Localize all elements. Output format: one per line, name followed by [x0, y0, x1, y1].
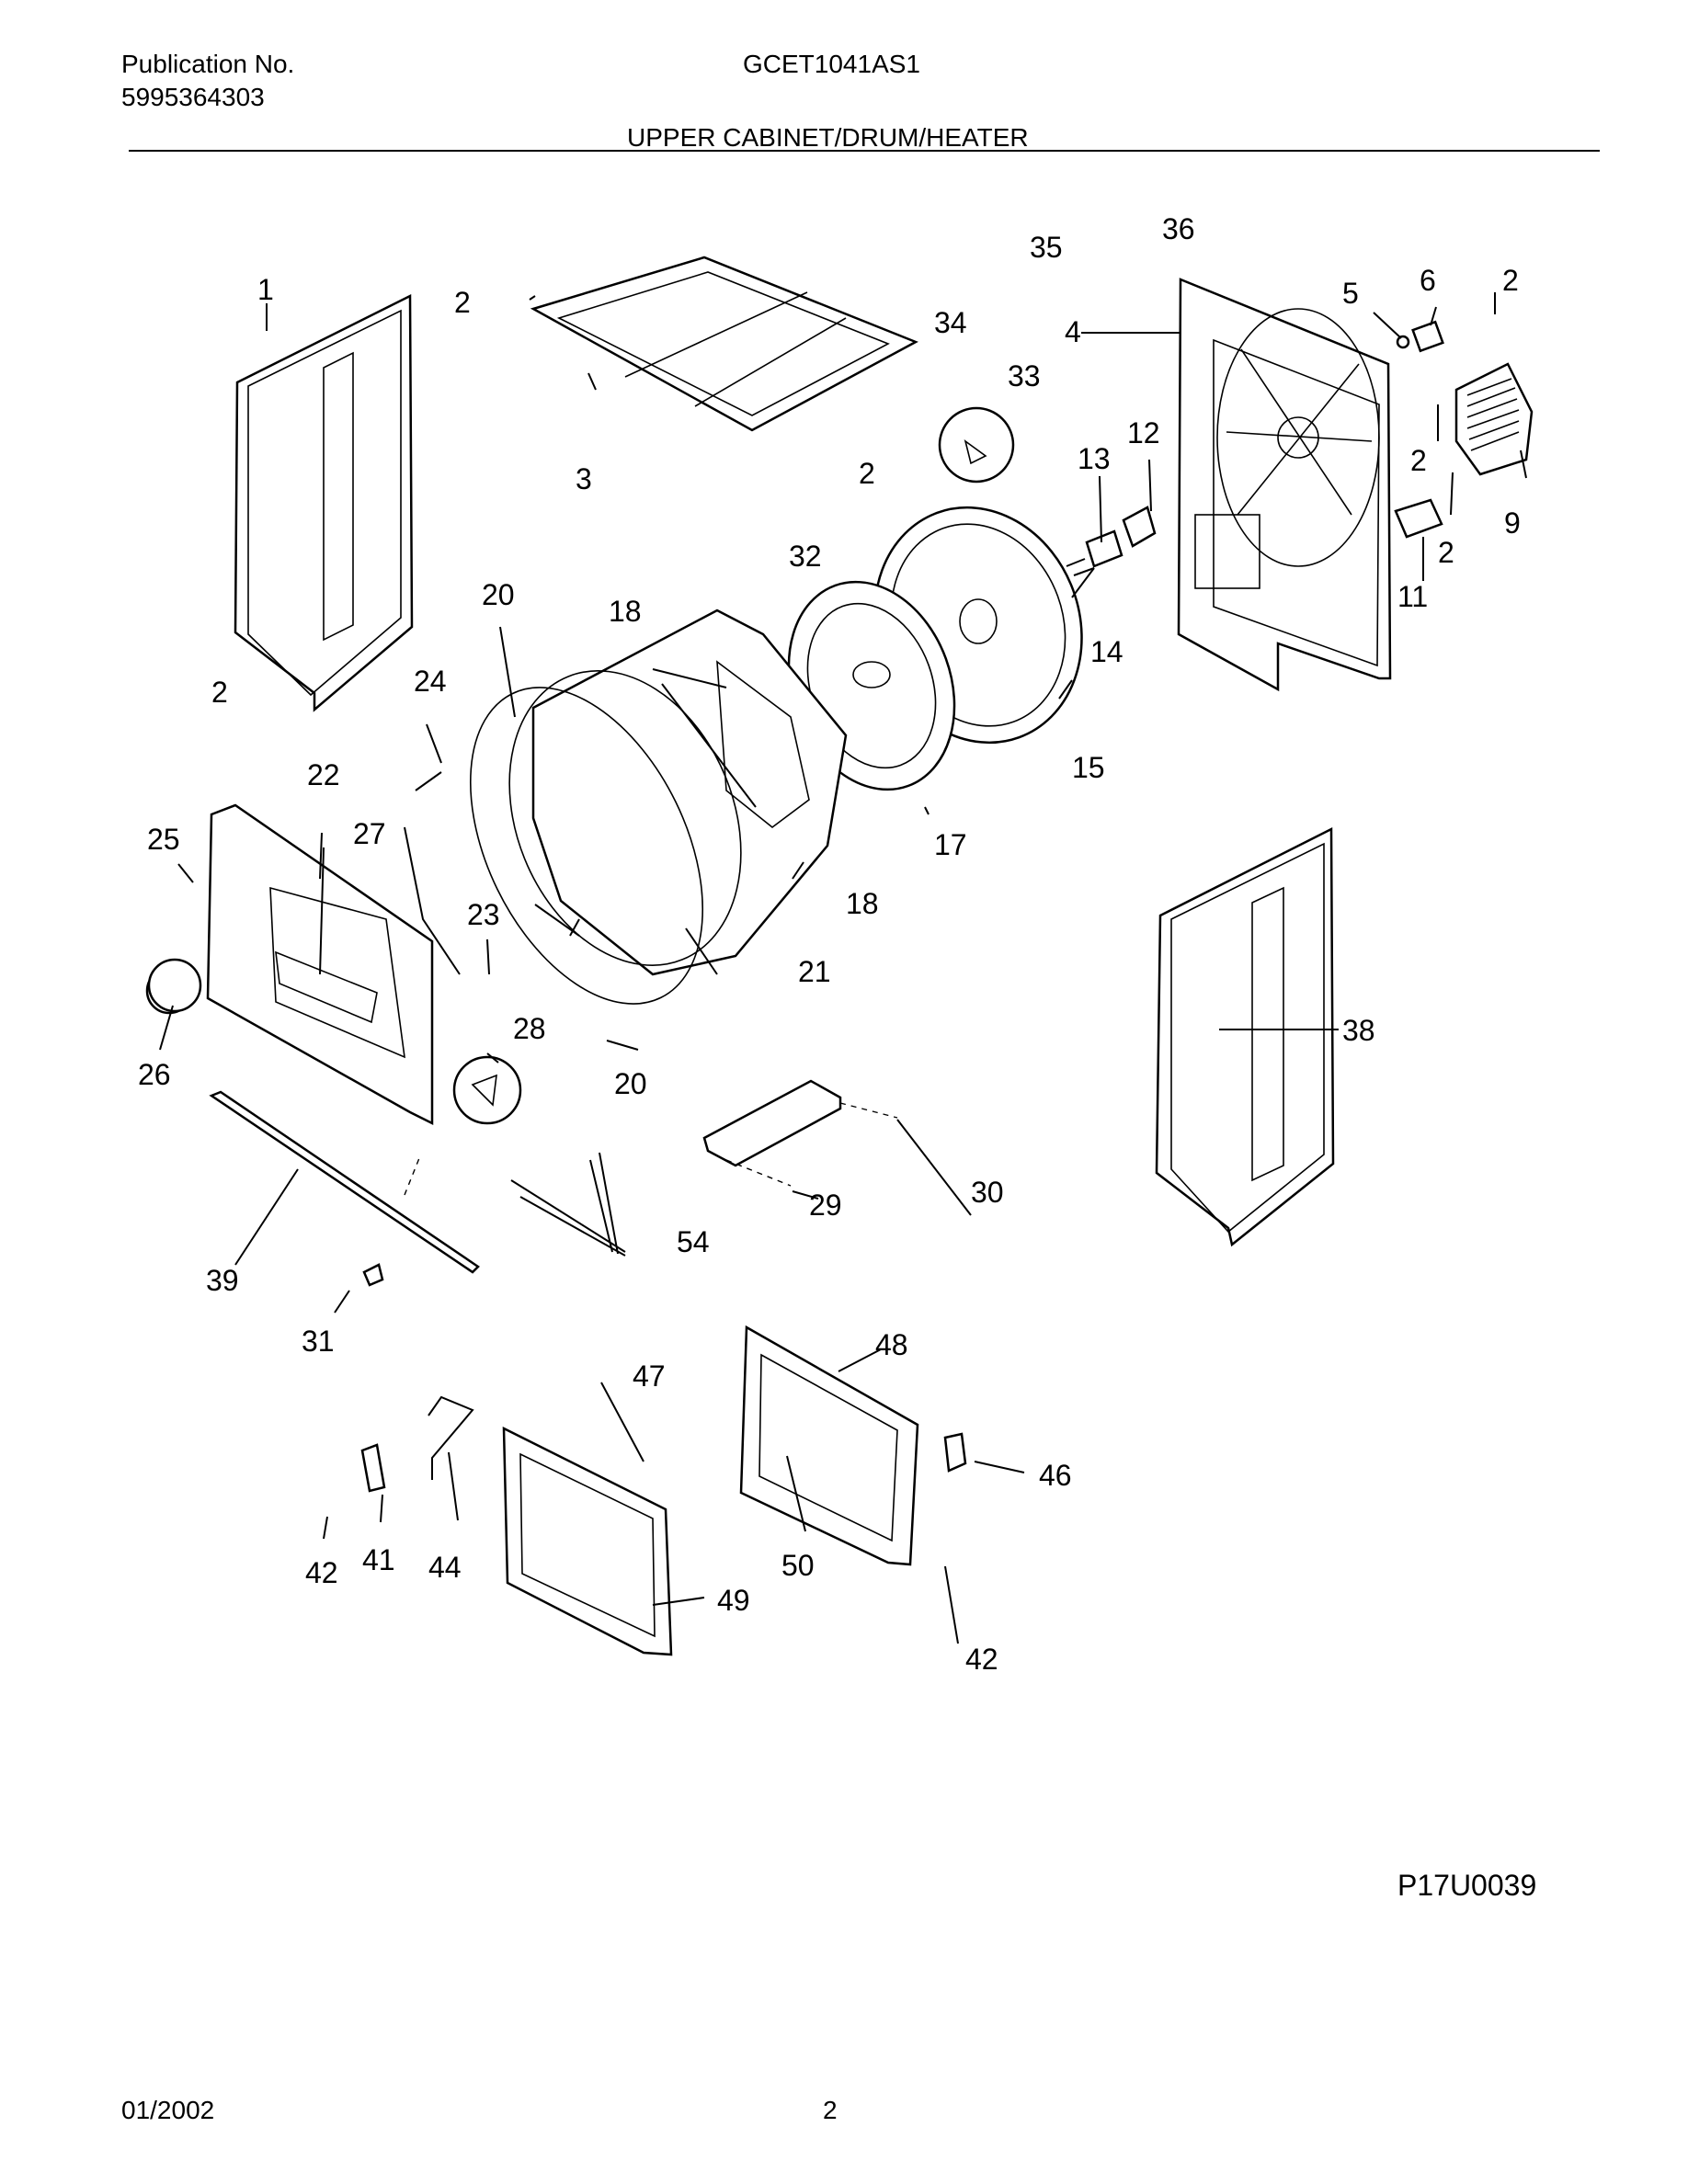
- callout-14: 14: [1090, 635, 1123, 668]
- callout-22: 22: [307, 758, 340, 791]
- callout-30: 30: [971, 1176, 1004, 1209]
- toe-panel: [209, 1090, 480, 1274]
- callout-48: 48: [875, 1328, 908, 1361]
- callout-25: 25: [147, 823, 180, 856]
- callout-47: 47: [633, 1359, 666, 1393]
- callout-24: 24: [414, 665, 447, 698]
- right-side-panel: [1155, 826, 1335, 1247]
- door-switch-circle: [452, 1055, 522, 1125]
- callout-2: 2: [211, 676, 228, 709]
- callout-39: 39: [206, 1264, 239, 1297]
- leader-lines: [159, 292, 1527, 1644]
- door-hinge: [360, 1395, 474, 1493]
- callout-27: 27: [353, 817, 386, 850]
- callout-13: 13: [1078, 442, 1111, 475]
- callout-12: 12: [1127, 416, 1160, 449]
- callout-3: 3: [576, 462, 592, 495]
- model-number: GCET1041AS1: [743, 50, 920, 78]
- callout-28: 28: [513, 1012, 546, 1045]
- page-number: 2: [823, 2096, 838, 2124]
- drum-rings: [469, 687, 704, 1005]
- callout-18: 18: [609, 595, 642, 628]
- screw-31: [362, 1263, 384, 1287]
- lamp-detail-circle: [147, 958, 202, 1013]
- callout-11: 11: [1397, 580, 1428, 613]
- door-handle: [943, 1432, 967, 1473]
- publication-label: Publication No.: [121, 50, 295, 78]
- callout-42: 42: [305, 1556, 338, 1589]
- callout-2: 2: [454, 286, 471, 319]
- callout-36: 36: [1162, 212, 1195, 245]
- drum: [508, 609, 848, 976]
- callout-21: 21: [798, 955, 831, 988]
- callout-35: 35: [1030, 231, 1063, 264]
- thermostat-detail-circle: [938, 406, 1015, 483]
- figure-code: P17U0039: [1397, 1869, 1536, 1902]
- small-bracket: [1394, 498, 1443, 539]
- callout-32: 32: [789, 540, 822, 573]
- callout-41: 41: [362, 1543, 395, 1576]
- callout-2: 2: [1502, 264, 1519, 297]
- callout-2: 2: [1410, 444, 1427, 477]
- callout-4: 4: [1065, 315, 1081, 348]
- vent-cover: [1454, 362, 1534, 476]
- footer-date: 01/2002: [121, 2096, 215, 2124]
- callout-44: 44: [428, 1551, 462, 1584]
- callout-38: 38: [1342, 1014, 1375, 1047]
- callout-6: 6: [1420, 264, 1436, 297]
- callout-34: 34: [934, 306, 967, 339]
- left-side-panel: [234, 293, 414, 712]
- top-panel: [530, 256, 918, 432]
- callout-17: 17: [934, 828, 967, 861]
- callout-50: 50: [781, 1549, 815, 1582]
- callout-31: 31: [302, 1325, 335, 1358]
- small-plate: [1396, 320, 1444, 353]
- callouts: 1 2 2 2 2 2 2 3 4 5 6 9 11 12 13 14 15 1…: [138, 212, 1536, 1902]
- rear-panel: [1177, 278, 1392, 692]
- callout-9: 9: [1504, 506, 1521, 540]
- callout-26: 26: [138, 1058, 171, 1091]
- door-outer-panel: [502, 1426, 673, 1656]
- callout-23: 23: [467, 898, 500, 931]
- callout-20: 20: [482, 578, 515, 611]
- callout-42: 42: [965, 1643, 998, 1676]
- idler-assembly: [1066, 506, 1157, 576]
- callout-20: 20: [614, 1067, 647, 1100]
- wiring-harness: [510, 1152, 626, 1257]
- callout-5: 5: [1342, 277, 1359, 310]
- callout-1: 1: [257, 273, 274, 306]
- drum-glides: [404, 771, 580, 975]
- callout-2: 2: [1438, 536, 1454, 569]
- callout-46: 46: [1039, 1459, 1072, 1492]
- heater-bracket: [702, 1079, 898, 1187]
- callout-49: 49: [717, 1584, 750, 1617]
- callout-2: 2: [859, 457, 875, 490]
- header-rule: [129, 150, 1600, 152]
- callout-33: 33: [1008, 359, 1041, 392]
- callout-54: 54: [677, 1225, 710, 1258]
- callout-29: 29: [809, 1189, 842, 1222]
- door-inner-panel: [739, 1325, 919, 1566]
- callout-18: 18: [846, 887, 879, 920]
- publication-number: 5995364303: [121, 83, 265, 111]
- section-title: UPPER CABINET/DRUM/HEATER: [627, 123, 1029, 152]
- callout-15: 15: [1072, 751, 1105, 784]
